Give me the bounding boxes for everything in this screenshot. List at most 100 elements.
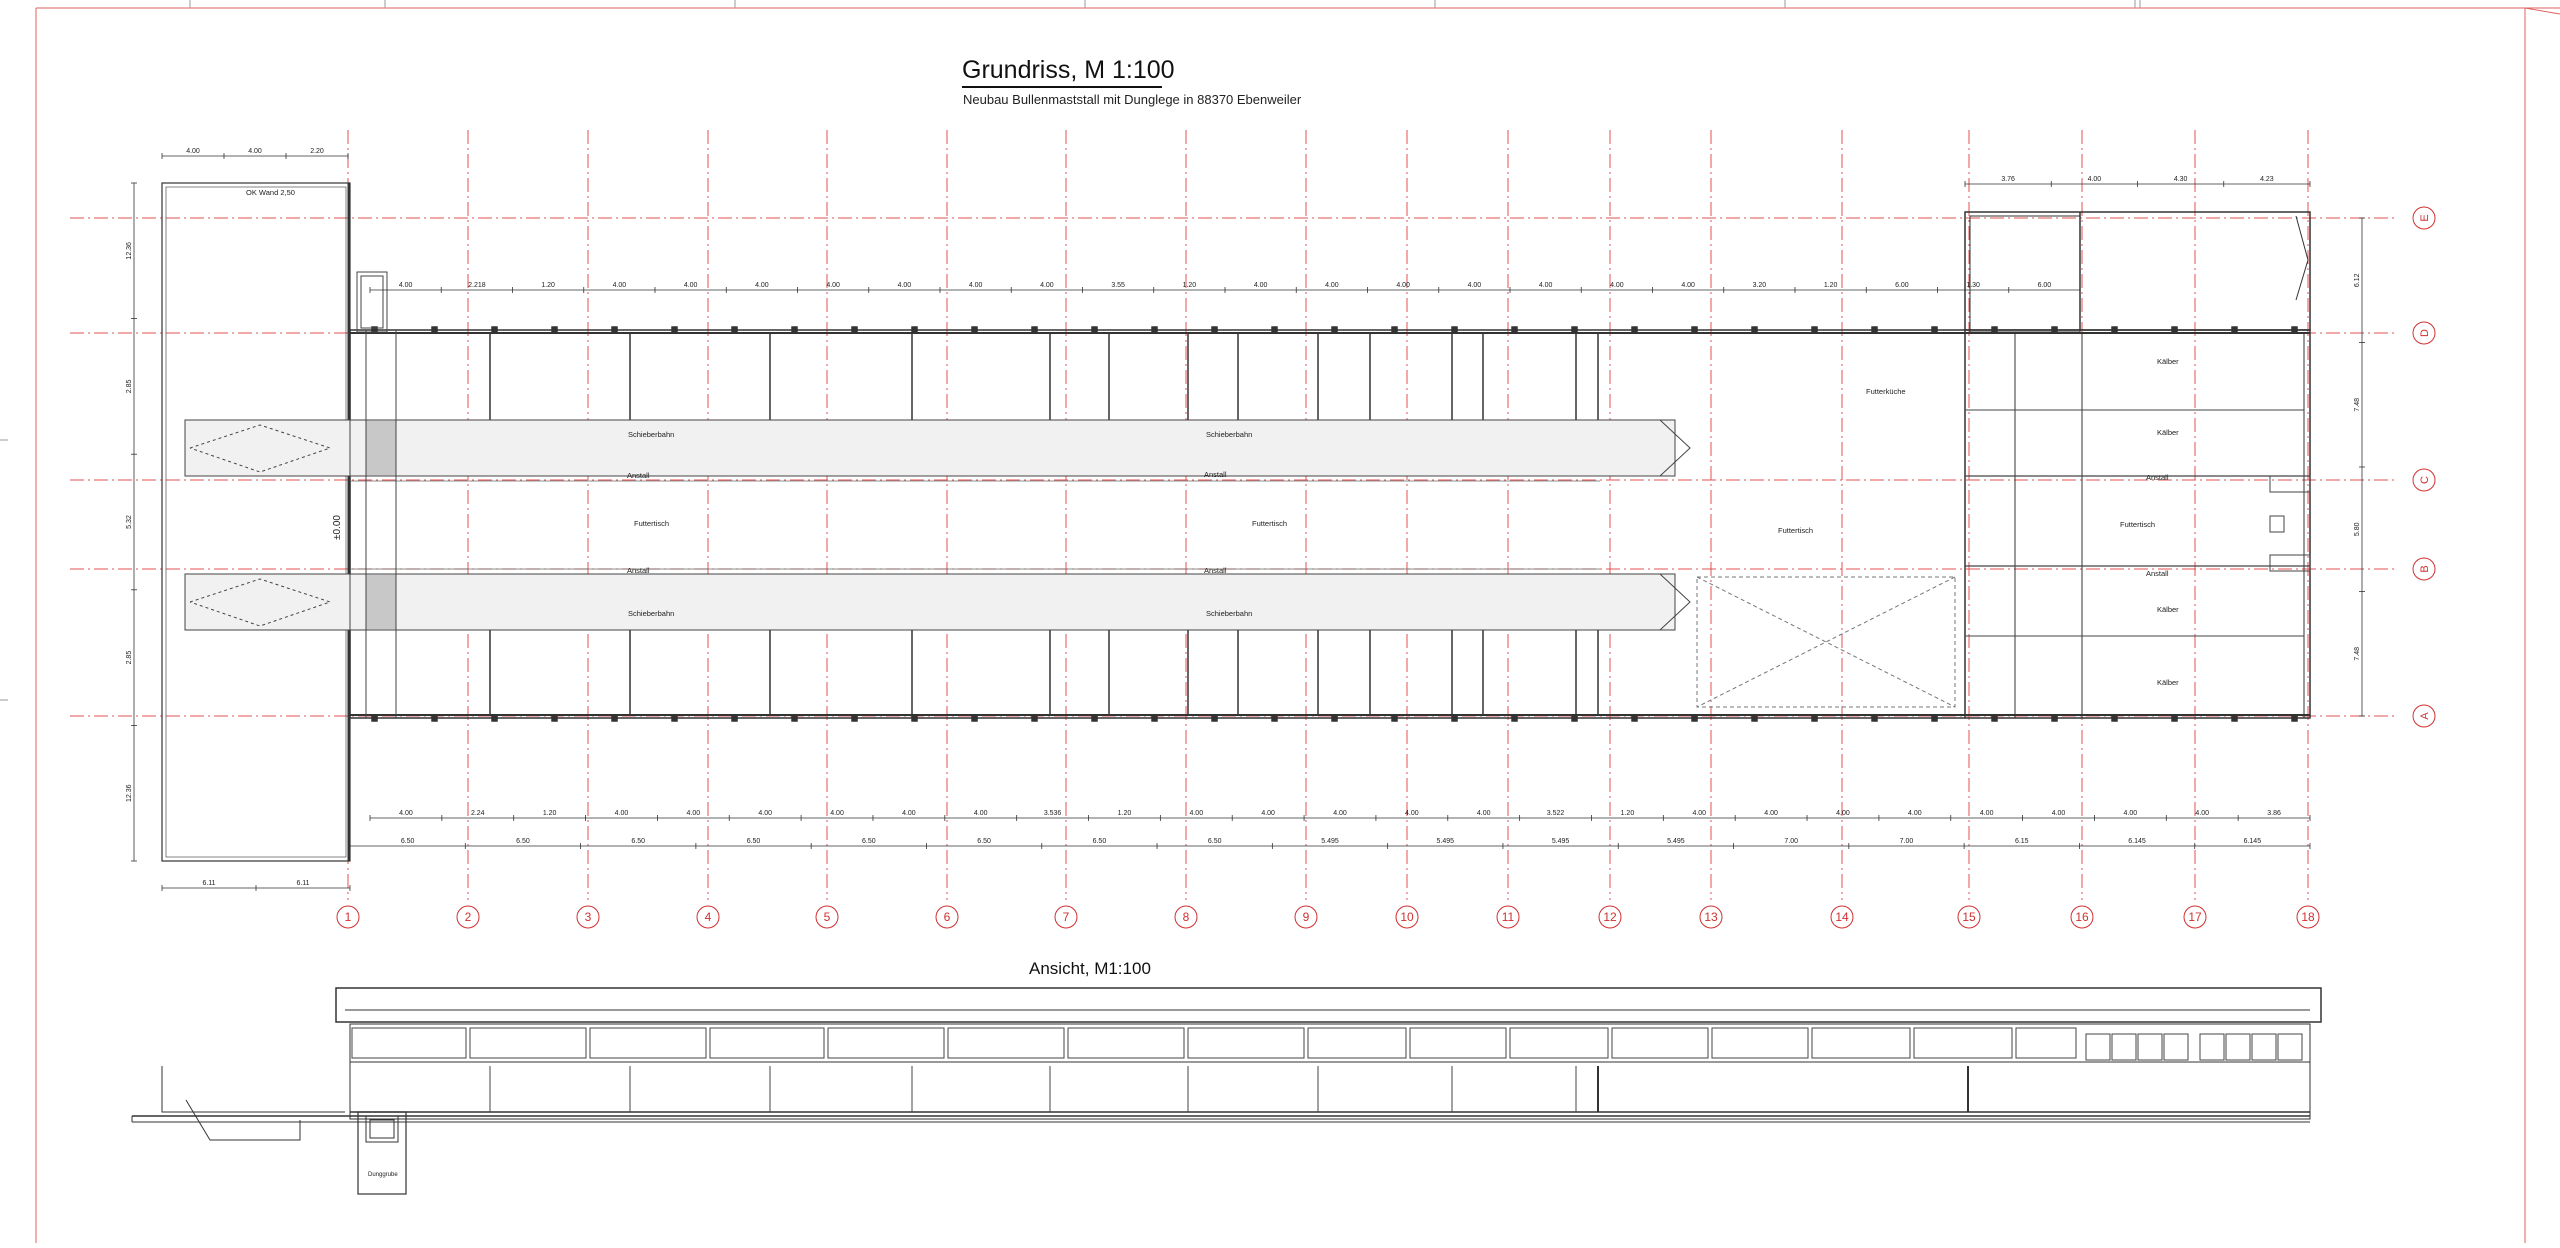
dim-value: 6.50 [516, 838, 530, 845]
wall-marker [851, 326, 858, 334]
axis-bubble-col [576, 905, 600, 929]
elevation-window-small [2225, 1033, 2251, 1061]
dim-value: 3.76 [2001, 176, 2015, 183]
axis-label-col: 3 [585, 910, 592, 924]
axis-bubble-col [1699, 905, 1723, 929]
room-futtertisch-4: Futtertisch [2120, 520, 2155, 529]
dim-value: 6.15 [2015, 838, 2029, 845]
dim-value: 6.145 [2244, 838, 2262, 845]
room-anstall-4: Anstall [1204, 566, 1227, 575]
wall-marker [2291, 714, 2298, 722]
dim-value: 6.50 [401, 838, 415, 845]
axis-bubble-row [2412, 321, 2436, 345]
dim-value: 5.495 [1552, 838, 1570, 845]
dim-value: 4.00 [399, 282, 413, 289]
wall-marker [1871, 714, 1878, 722]
axis-label-col: 4 [705, 910, 712, 924]
wall-marker [1451, 714, 1458, 722]
dim-value: 1.20 [1118, 810, 1132, 817]
dim-value: 1.20 [1824, 282, 1838, 289]
elevation-window [469, 1027, 587, 1059]
room-kaelber-4: Kälber [2157, 678, 2179, 687]
wall-marker [1751, 326, 1758, 334]
axis-label-col: 18 [2301, 910, 2315, 924]
dim-value: 4.30 [2174, 176, 2188, 183]
room-kaelber-1: Kälber [2157, 357, 2179, 366]
dim-value: 6.11 [296, 880, 309, 887]
axis-label-col: 14 [1835, 910, 1849, 924]
dim-value: 3.55 [1111, 282, 1125, 289]
elevation-window-small [2277, 1033, 2303, 1061]
wall-marker [2111, 714, 2118, 722]
axis-label-row: B [2419, 565, 2431, 572]
wall-marker [1631, 326, 1638, 334]
dim-value: 1.20 [541, 282, 555, 289]
room-anstall-1: Anstall [627, 471, 650, 480]
wall-marker [551, 326, 558, 334]
wall-marker [851, 714, 858, 722]
wall-marker [731, 714, 738, 722]
elevation-window-small [2251, 1033, 2277, 1061]
dim-value: 4.00 [2088, 176, 2102, 183]
wall-marker [1331, 326, 1338, 334]
dim-value: 3.522 [1547, 810, 1565, 817]
dim-value: 5.495 [1321, 838, 1339, 845]
wall-marker [551, 714, 558, 722]
wall-marker [1091, 714, 1098, 722]
dim-value-vert: 5.32 [126, 515, 133, 529]
dim-value: 4.00 [2195, 810, 2209, 817]
elevation-window [1913, 1027, 2013, 1059]
dim-value: 4.00 [974, 810, 988, 817]
room-anstall-6: Anstall [2146, 569, 2169, 578]
room-kaelber-3: Kälber [2157, 605, 2179, 614]
wall-marker [1391, 714, 1398, 722]
dim-value: 4.00 [1908, 810, 1922, 817]
dim-value: 4.00 [613, 282, 627, 289]
dim-value: 4.00 [1539, 282, 1553, 289]
dim-value: 5.495 [1437, 838, 1455, 845]
dim-value: 6.50 [977, 838, 991, 845]
pen-partitions [371, 326, 2298, 722]
dim-value: 1.30 [1966, 282, 1980, 289]
elevation-panels [351, 1027, 2303, 1112]
dim-value: 2.20 [310, 148, 324, 155]
axis-label-col: 9 [1303, 910, 1310, 924]
axis-label-row: D [2419, 329, 2431, 337]
dim-value: 1.20 [1183, 282, 1197, 289]
dim-value: 4.00 [898, 282, 912, 289]
sheet-frame [35, 7, 2560, 1243]
dim-value: 4.00 [186, 148, 200, 155]
drawing-subtitle: Neubau Bullenmaststall mit Dunglege in 8… [963, 92, 1302, 107]
dim-value-vert: 2.85 [126, 651, 133, 665]
dim-value: 6.00 [1895, 282, 1909, 289]
dim-value: 4.00 [248, 148, 262, 155]
column-axes [347, 130, 2309, 900]
axis-label-col: 17 [2188, 910, 2202, 924]
axis-bubble-col [1174, 905, 1198, 929]
axis-label-col: 1 [345, 910, 352, 924]
wall-marker [671, 714, 678, 722]
level-marker: ±0.00 [332, 515, 343, 540]
axis-bubble-col [1294, 905, 1318, 929]
dim-value: 4.00 [2124, 810, 2138, 817]
schieberbahn-channels [184, 409, 2311, 708]
elevation-window-small [2137, 1033, 2163, 1061]
dim-value: 4.00 [1477, 810, 1491, 817]
dim-value-vert: 5.80 [2354, 522, 2361, 536]
dim-value: 4.00 [830, 810, 844, 817]
axis-bubble-col [2296, 905, 2320, 929]
dim-value: 4.00 [1325, 282, 1339, 289]
wall-marker [2171, 326, 2178, 334]
elevation-window [1409, 1027, 1507, 1059]
elevation-window-small [2085, 1033, 2111, 1061]
dim-value: 4.00 [2052, 810, 2066, 817]
room-futtertisch-2: Futtertisch [1252, 519, 1287, 528]
wall-marker [1751, 714, 1758, 722]
wall-marker [1631, 714, 1638, 722]
room-anstall-2: Anstall [1204, 470, 1227, 479]
axis-label-row: A [2419, 712, 2431, 720]
room-anstall-5: Anstall [2146, 473, 2169, 482]
elevation-title: Ansicht, M1:100 [1029, 959, 1151, 978]
elevation-window [589, 1027, 707, 1059]
